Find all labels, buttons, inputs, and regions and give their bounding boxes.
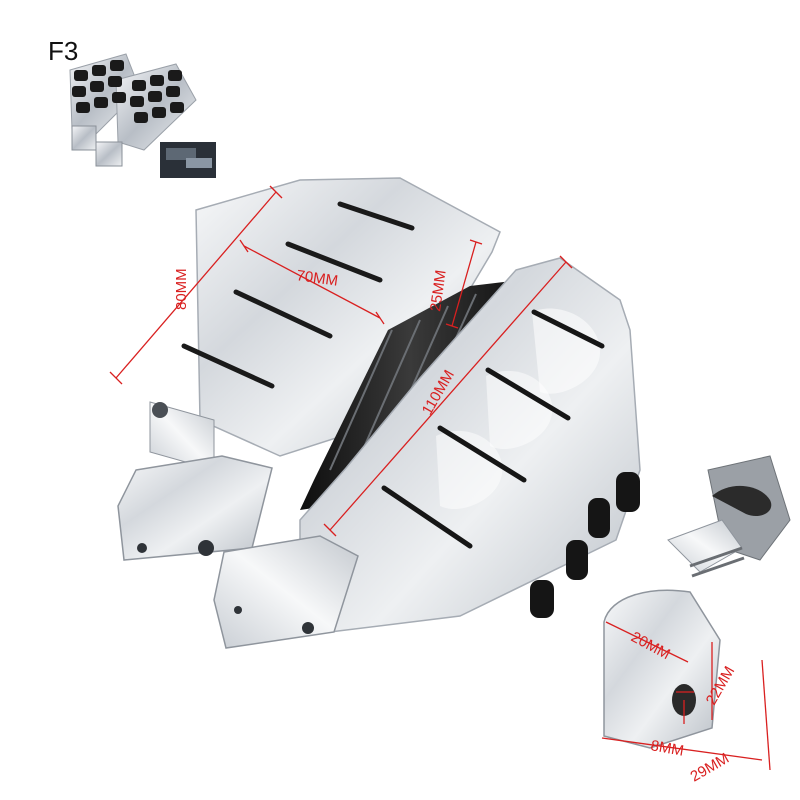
- dimension-lines: [109, 185, 771, 771]
- right-footpeg: [213, 257, 641, 649]
- dimension-8mm: 8MM: [649, 737, 685, 760]
- dimension-29mm: 29MM: [688, 750, 733, 786]
- left-footpeg: [117, 177, 501, 561]
- dimension-25mm: 25MM: [427, 269, 450, 313]
- dimension-80mm: 80MM: [173, 268, 190, 310]
- clamp-detail: [603, 455, 791, 749]
- variant-thumbnail: F3: [36, 30, 220, 180]
- variant-label: F3: [48, 36, 79, 66]
- dimension-70mm: 70MM: [295, 267, 339, 290]
- thumbnail-pegs-image: [69, 53, 216, 178]
